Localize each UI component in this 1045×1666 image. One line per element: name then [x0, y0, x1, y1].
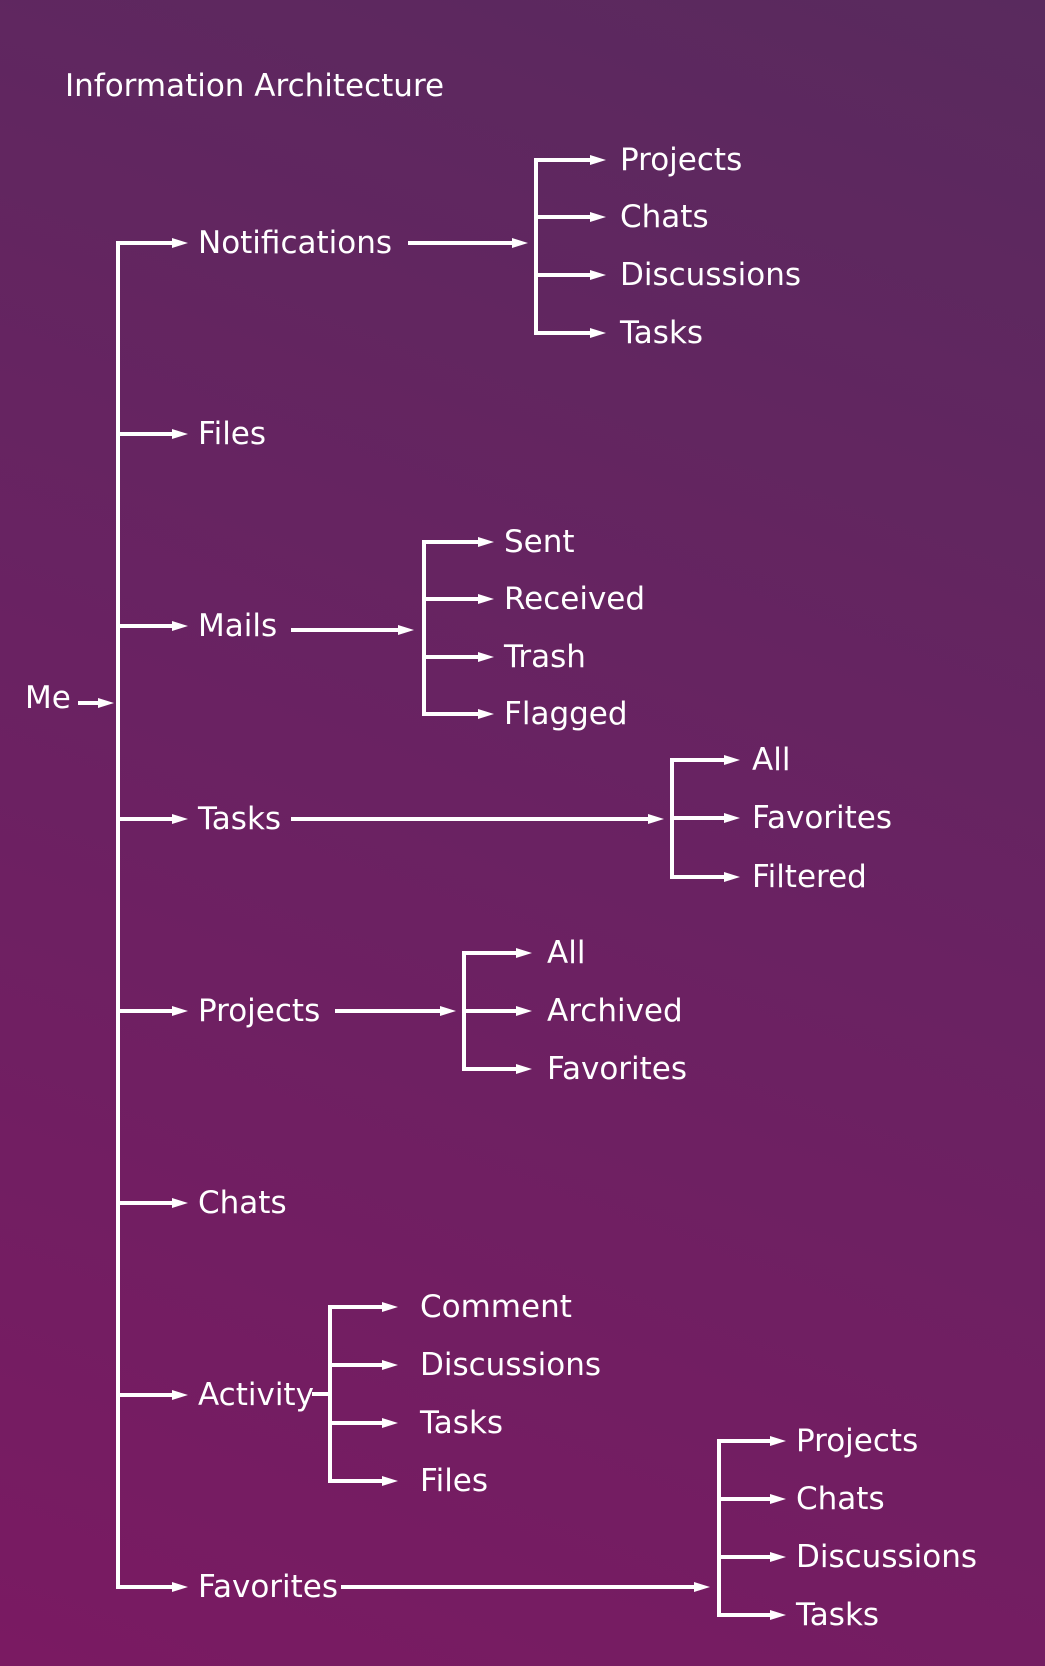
- node-favorites-tasks: Tasks: [796, 1597, 880, 1633]
- node-projects-favorites: Favorites: [547, 1051, 688, 1087]
- arrow-child-7-1-head: [770, 1494, 786, 1504]
- arrow-child-2-2-head: [478, 652, 494, 662]
- node-me: Me: [25, 680, 71, 716]
- arrow-child-0-2-head: [590, 270, 606, 280]
- node-notifications-discussions: Discussions: [620, 257, 802, 293]
- arrow-child-3-1-head: [724, 813, 740, 823]
- node-activity-discussions: Discussions: [420, 1347, 602, 1383]
- diagram-title: Information Architecture: [65, 68, 445, 104]
- node-activity: Activity: [198, 1377, 314, 1413]
- node-notifications-projects: Projects: [620, 142, 743, 178]
- node-projects-archived: Archived: [547, 993, 683, 1029]
- arrow-branch-3-head: [172, 814, 188, 824]
- arrow-child-3-0-head: [724, 755, 740, 765]
- arrow-child-4-1-head: [516, 1006, 532, 1016]
- node-favorites-discussions: Discussions: [796, 1539, 978, 1575]
- arrow-child-4-0-head: [516, 948, 532, 958]
- arrow-connector-4-head: [440, 1006, 456, 1016]
- node-tasks-all: All: [752, 742, 791, 778]
- arrow-child-4-2-head: [516, 1064, 532, 1074]
- arrow-child-0-1-head: [590, 212, 606, 222]
- arrow-child-3-2-head: [724, 872, 740, 882]
- node-projects: Projects: [198, 993, 321, 1029]
- arrow-child-6-0-head: [382, 1302, 398, 1312]
- arrow-child-7-3-head: [770, 1610, 786, 1620]
- arrow-connector-0-head: [512, 238, 528, 248]
- arrow-branch-7-head: [172, 1582, 188, 1592]
- arrow-branch-4-head: [172, 1006, 188, 1016]
- arrow-child-7-0-head: [770, 1436, 786, 1446]
- arrow-child-6-3-head: [382, 1476, 398, 1486]
- node-mails-sent: Sent: [504, 524, 575, 560]
- arrow-me-head: [98, 698, 114, 708]
- arrow-child-0-3-head: [590, 328, 606, 338]
- arrow-child-0-0-head: [590, 155, 606, 165]
- node-favorites-projects: Projects: [796, 1423, 919, 1459]
- node-favorites-chats: Chats: [796, 1481, 885, 1517]
- node-projects-all: All: [547, 935, 586, 971]
- node-files: Files: [198, 416, 267, 452]
- node-tasks: Tasks: [198, 801, 282, 837]
- node-activity-tasks: Tasks: [420, 1405, 504, 1441]
- arrow-connector-7-head: [694, 1582, 710, 1592]
- arrow-child-7-2-head: [770, 1552, 786, 1562]
- arrow-child-6-1-head: [382, 1360, 398, 1370]
- arrow-connector-2-head: [398, 625, 414, 635]
- arrow-branch-1-head: [172, 429, 188, 439]
- node-notifications-chats: Chats: [620, 199, 709, 235]
- arrow-branch-5-head: [172, 1198, 188, 1208]
- node-notifications: Notifications: [198, 225, 393, 261]
- arrow-child-6-2-head: [382, 1418, 398, 1428]
- node-favorites: Favorites: [198, 1569, 339, 1605]
- node-tasks-favorites: Favorites: [752, 800, 893, 836]
- arrow-branch-6-head: [172, 1390, 188, 1400]
- node-activity-comment: Comment: [420, 1289, 572, 1325]
- node-mails-received: Received: [504, 581, 646, 617]
- node-mails-flagged: Flagged: [504, 696, 628, 732]
- node-mails: Mails: [198, 608, 278, 644]
- node-notifications-tasks: Tasks: [620, 315, 704, 351]
- arrow-child-2-3-head: [478, 709, 494, 719]
- arrow-child-2-1-head: [478, 594, 494, 604]
- node-tasks-filtered: Filtered: [752, 859, 867, 895]
- node-mails-trash: Trash: [504, 639, 586, 675]
- arrow-branch-0-head: [172, 238, 188, 248]
- arrow-branch-2-head: [172, 621, 188, 631]
- arrow-child-2-0-head: [478, 537, 494, 547]
- node-activity-files: Files: [420, 1463, 489, 1499]
- arrow-connector-3-head: [648, 814, 664, 824]
- node-chats: Chats: [198, 1185, 287, 1221]
